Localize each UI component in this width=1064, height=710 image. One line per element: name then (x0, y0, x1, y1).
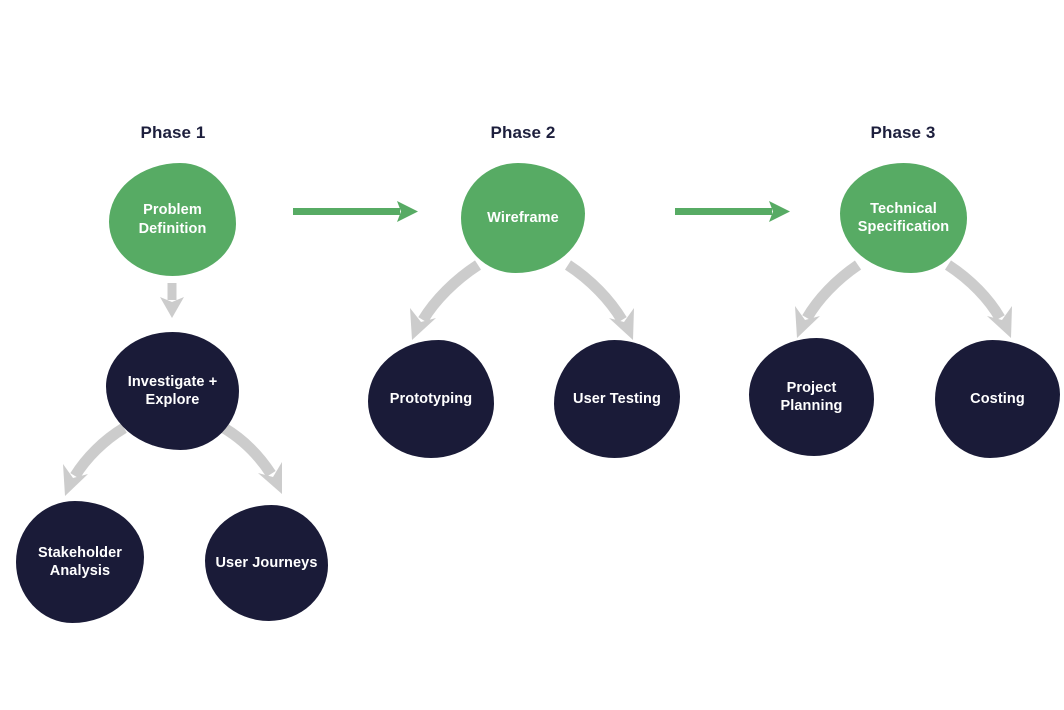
node-user-journeys-label: User Journeys (215, 554, 318, 571)
node-wireframe[interactable]: Wireframe (461, 163, 585, 273)
node-stakeholder-analysis-line1: Stakeholder (37, 544, 123, 561)
arrow-techspec-to-project-planning (795, 260, 862, 338)
node-problem-definition[interactable]: Problem Definition (109, 163, 236, 276)
phase-label-2: Phase 2 (490, 123, 556, 142)
node-project-planning[interactable]: Project Planning (749, 338, 874, 456)
node-technical-specification-line2: Specification (857, 219, 950, 235)
node-investigate-explore-label: Investigate + Explore (128, 373, 218, 410)
node-stakeholder-analysis-label: Stakeholder Analysis (38, 544, 122, 581)
node-technical-specification[interactable]: Technical Specification (840, 163, 967, 273)
node-costing-label: Costing (970, 390, 1025, 407)
node-technical-specification-label: Technical Specification (858, 200, 950, 237)
arrow-phase2-to-phase3 (675, 201, 790, 222)
node-costing[interactable]: Costing (935, 340, 1060, 458)
phase-label-1: Phase 1 (140, 123, 206, 142)
arrow-techspec-to-costing (944, 260, 1012, 338)
node-project-planning-line2: Planning (780, 398, 843, 414)
arrow-wireframe-to-user-testing (564, 260, 634, 340)
arrow-phase1-to-phase2 (293, 201, 418, 222)
node-project-planning-label: Project Planning (780, 379, 842, 416)
node-investigate-explore[interactable]: Investigate + Explore (106, 332, 239, 450)
node-user-journeys[interactable]: User Journeys (205, 505, 328, 621)
arrow-wireframe-to-prototyping (410, 260, 482, 340)
arrow-investigate-to-stakeholder (63, 423, 127, 496)
node-user-testing-label: User Testing (573, 390, 661, 407)
node-stakeholder-analysis-line2: Analysis (49, 563, 111, 579)
phase-label-3: Phase 3 (870, 123, 936, 142)
node-investigate-explore-line2: Explore (145, 392, 200, 408)
node-investigate-explore-line1: Investigate + (127, 373, 218, 390)
node-problem-definition-label: Problem Definition (139, 201, 207, 238)
node-problem-definition-line2: Definition (138, 220, 207, 237)
node-prototyping[interactable]: Prototyping (368, 340, 494, 458)
node-technical-specification-line1: Technical (870, 200, 937, 217)
node-stakeholder-analysis[interactable]: Stakeholder Analysis (16, 501, 144, 623)
node-problem-definition-line1: Problem (143, 202, 202, 219)
arrow-problem-definition-to-investigate (160, 283, 184, 318)
node-wireframe-label: Wireframe (487, 209, 559, 226)
node-project-planning-line1: Project (786, 379, 837, 396)
node-user-testing[interactable]: User Testing (554, 340, 680, 458)
arrow-investigate-to-user-journeys (221, 423, 282, 494)
node-prototyping-label: Prototyping (389, 390, 473, 407)
